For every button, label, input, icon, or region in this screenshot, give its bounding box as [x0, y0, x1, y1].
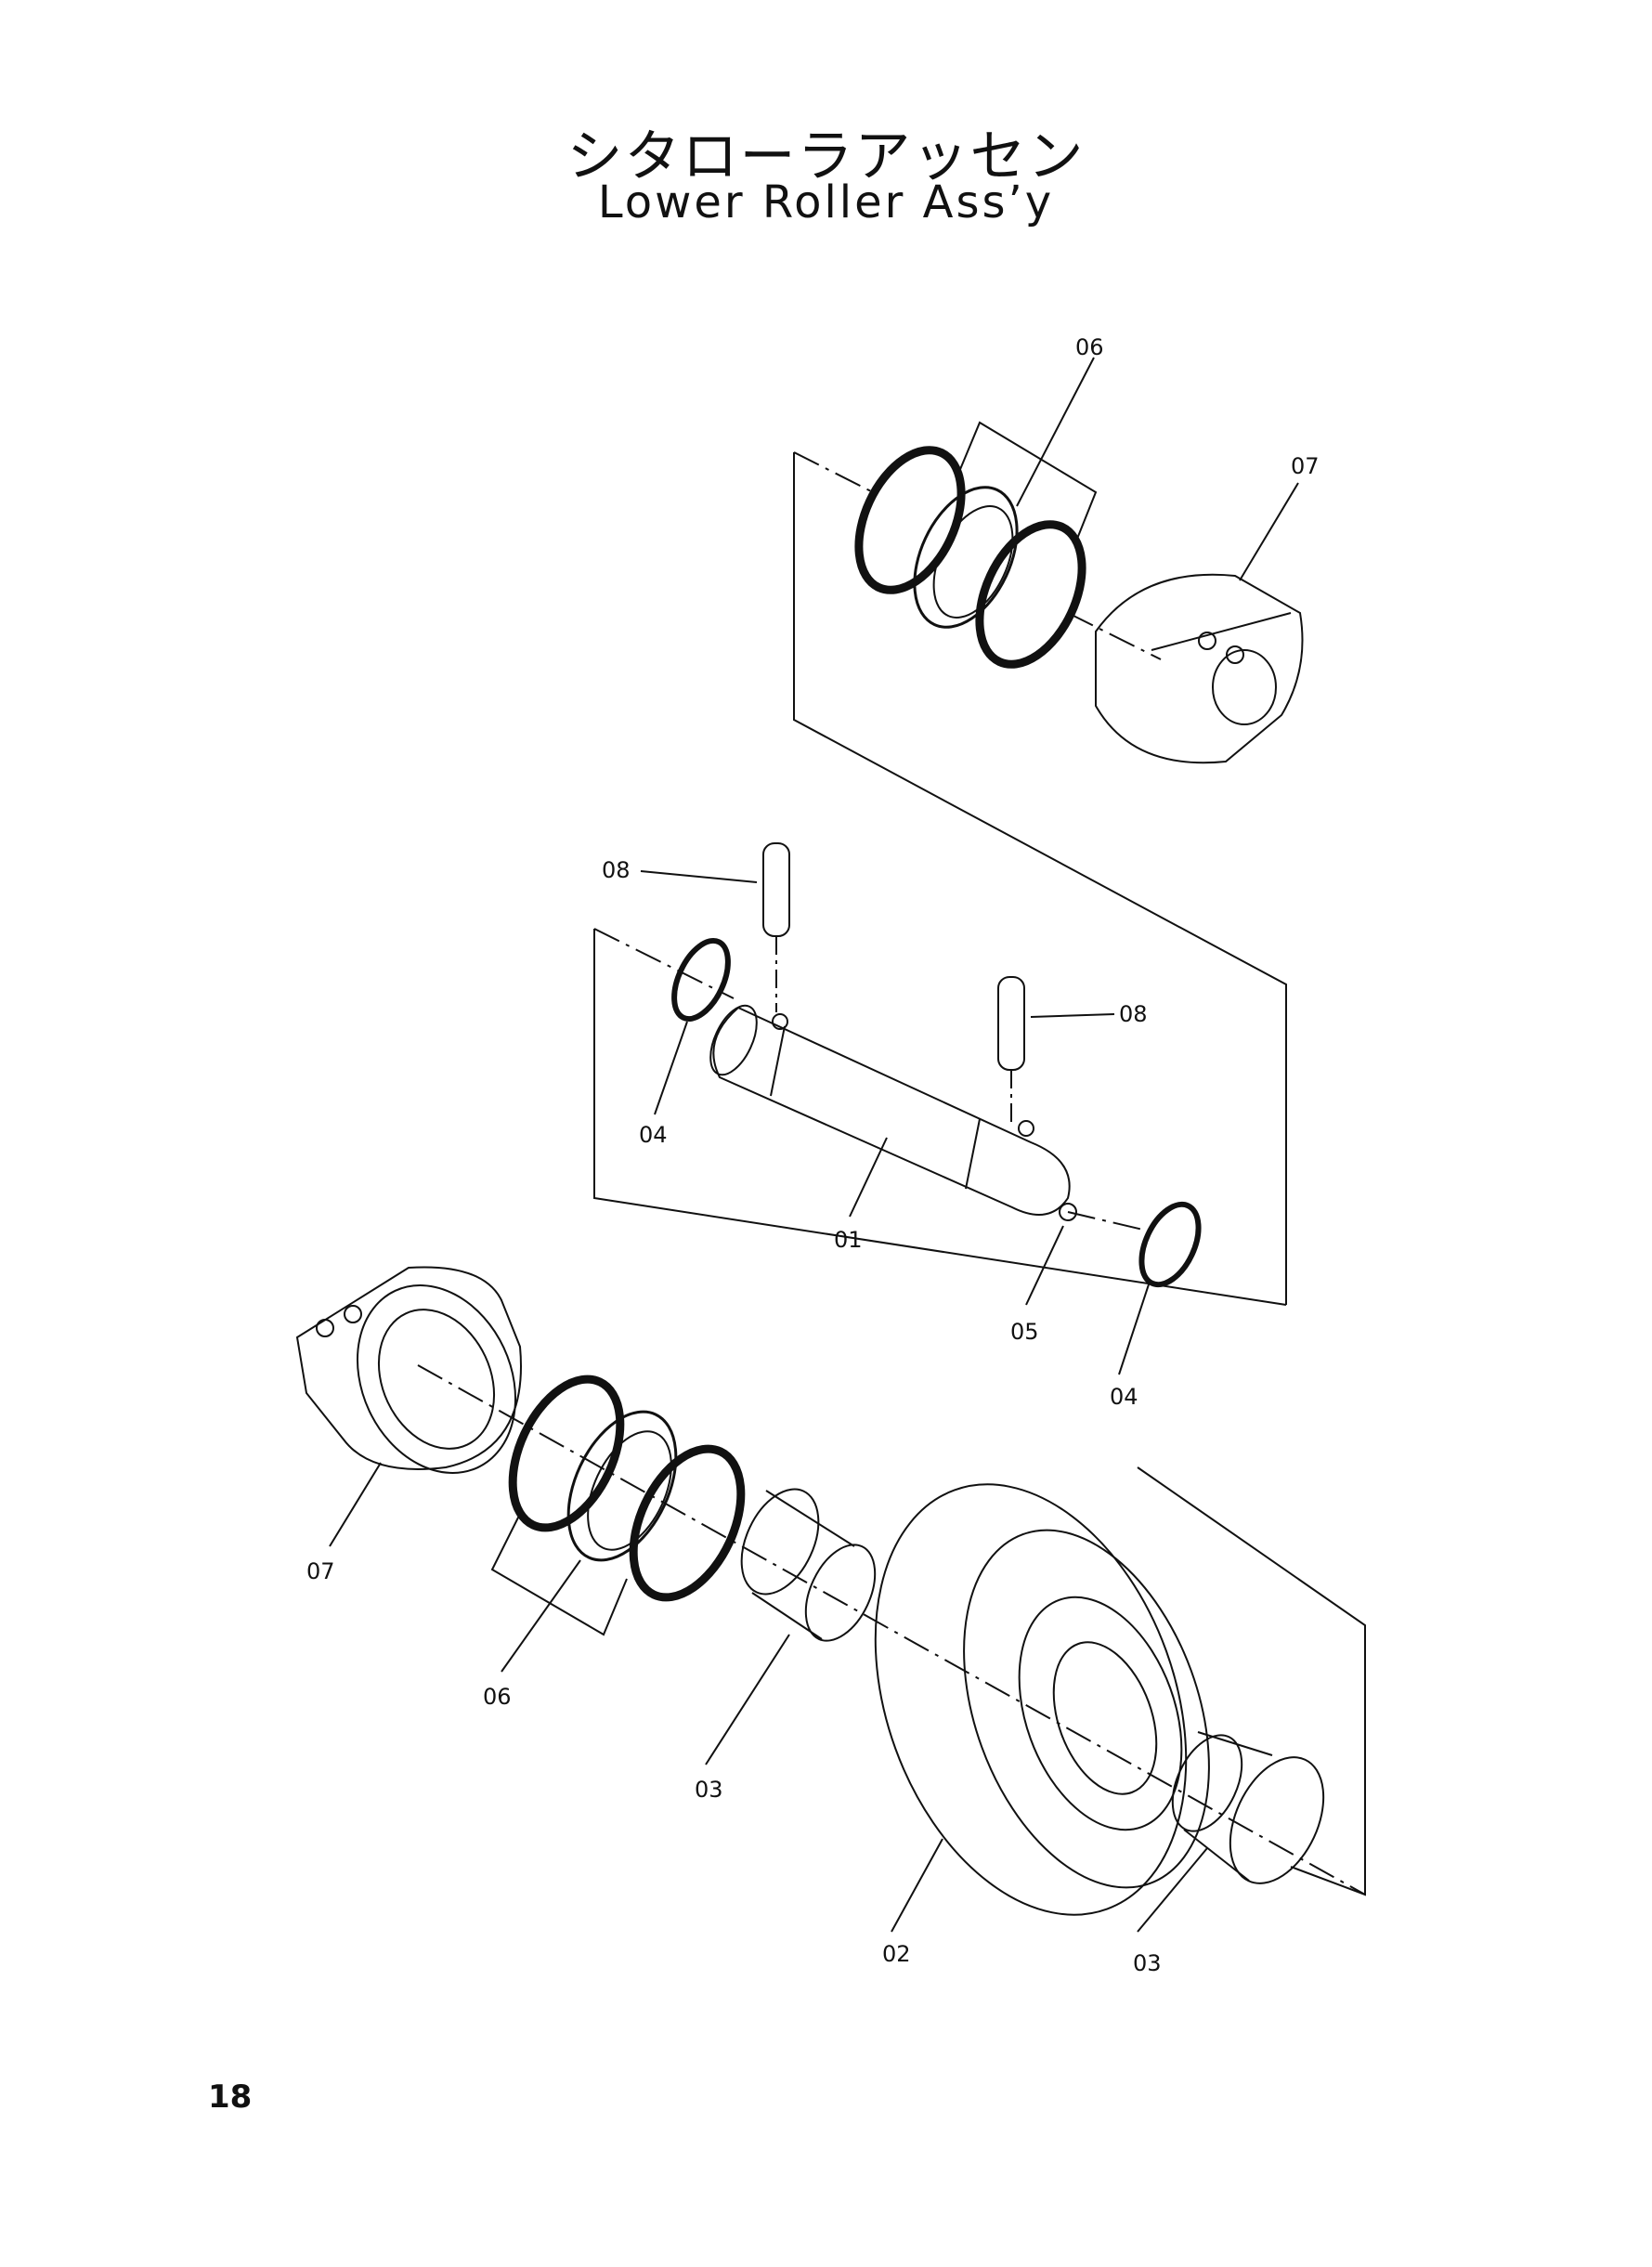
shaft-o-ring-left: [671, 937, 731, 1023]
bottom-o-ring-right: [629, 1444, 746, 1602]
pin-right: [997, 976, 1025, 1071]
leader-01: [849, 1137, 888, 1218]
leader-02: [891, 1838, 943, 1933]
top-collar: [1095, 573, 1304, 764]
bottom-collar: [295, 1266, 522, 1474]
top-o-ring-left: [854, 446, 966, 594]
roller-shaft: [709, 1004, 1071, 1216]
callout-06-top: 06: [1075, 334, 1104, 360]
bottom-floating-seal: [566, 1410, 678, 1562]
roller: [874, 1483, 1210, 1916]
leader-08-left: [640, 870, 758, 883]
callout-01: 01: [834, 1227, 863, 1253]
bottom-o-ring-left: [508, 1375, 625, 1532]
middle-group-leader: [593, 928, 735, 999]
leader-03-left: [705, 1634, 790, 1765]
callout-06-bottom: 06: [483, 1684, 512, 1710]
leader-04-left: [654, 1021, 688, 1115]
top-seal-group: [854, 421, 1098, 669]
leader-06-bottom: [501, 1559, 581, 1673]
middle-group-boundary: [593, 929, 1287, 1306]
top-o-ring-right: [975, 520, 1086, 669]
callout-02: 02: [882, 1941, 911, 1967]
callout-04-left: 04: [639, 1122, 668, 1148]
leader-04-right: [1118, 1281, 1151, 1375]
top-floating-seal: [913, 486, 1019, 629]
callout-03-right: 03: [1133, 1950, 1162, 1976]
leader-03-right: [1137, 1847, 1208, 1933]
upper-group-leader-to-ring: [793, 451, 874, 493]
leader-05: [1025, 1225, 1064, 1306]
pin-left: [762, 842, 790, 937]
callout-04-right: 04: [1110, 1384, 1138, 1410]
callout-07-bottom: 07: [306, 1558, 335, 1584]
leader-06-top: [1016, 357, 1095, 507]
callout-05: 05: [1010, 1319, 1039, 1345]
leader-08-right: [1030, 1013, 1115, 1018]
callout-07-top: 07: [1291, 453, 1320, 479]
page-title-japanese: シタローラアッセン: [566, 124, 1086, 189]
page-number: 18: [208, 2078, 253, 2116]
lower-group-boundary: [1137, 1466, 1366, 1896]
top-seal-bracket: [956, 421, 1098, 540]
top-leader-to-collar: [1067, 612, 1162, 660]
shaft-o-ring-right: [1138, 1201, 1202, 1288]
bushing-right: [1171, 1731, 1325, 1884]
callout-08-left: 08: [602, 857, 631, 883]
leader-07-bottom: [329, 1462, 382, 1547]
leader-07-top: [1239, 482, 1299, 581]
page-title-english: Lower Roller Ass’y: [597, 176, 1055, 228]
top-floating-seal-inner: [932, 505, 1014, 619]
callout-03-left: 03: [695, 1777, 723, 1803]
plug: [1059, 1203, 1077, 1221]
bushing-left: [740, 1488, 877, 1642]
upper-group-boundary: [793, 452, 1287, 1305]
bottom-floating-seal-inner: [587, 1430, 672, 1551]
bottom-seal-bracket: [490, 1513, 628, 1636]
callout-08-right: 08: [1119, 1001, 1148, 1027]
